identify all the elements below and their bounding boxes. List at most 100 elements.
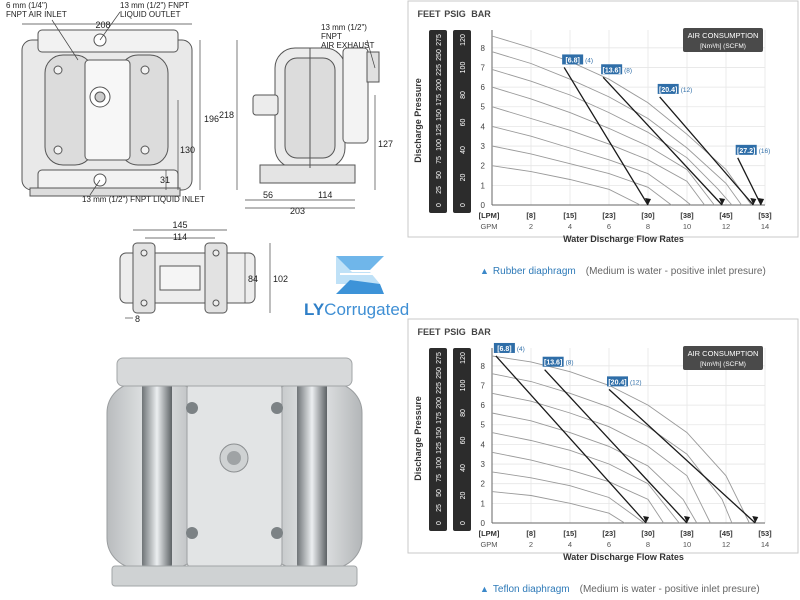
air-consumption-label: [13.6](8) [601,64,632,75]
air-consumption-legend: AIR CONSUMPTION [Nm³/h] (SCFM) [683,28,763,52]
caption-teflon-label: Teflon diaphragm [492,584,570,595]
psig-tick-label: 20 [460,174,467,182]
gpm-tick-label: 2 [529,222,533,231]
air-consumption-line [659,96,754,206]
bar-tick-label: 8 [481,362,486,371]
bar-tick-label: 4 [481,440,486,449]
air-consumption-label: [13.6](8) [542,356,574,367]
legend-title: AIR CONSUMPTION [688,31,759,40]
air-consumption-line [563,67,649,206]
arrow-icon [684,516,690,523]
pressure-curve [491,86,715,206]
lpm-tick-label: [LPM] [479,211,500,220]
feet-tick-label: 175 [436,94,443,106]
air-label-box [607,376,628,387]
caption-rubber-label: Rubber diaphragm [492,266,576,277]
feet-tick-label: 125 [436,124,443,136]
pressure-curve [491,68,733,206]
legend-units: [Nm³/h] (SCFM) [700,361,746,368]
gpm-tick-label: 14 [761,540,769,549]
bar-tick-label: 1 [481,499,486,508]
air-consumption-line [495,355,647,524]
air-consumption-line [737,157,762,206]
front-dim-inlet-height: 130 [180,145,195,155]
feet-tick-label: 250 [436,367,443,379]
side-dim-front: 56 [263,190,273,200]
pressure-curve [491,392,711,524]
gpm-tick-label: 6 [607,222,611,231]
air-label-nm3: [20.4] [659,87,677,94]
bar-tick-label: 5 [481,103,486,112]
legend-units: [Nm³/h] (SCFM) [700,43,746,50]
psig-tick-label: 100 [460,62,467,74]
feet-tick-label: 275 [436,34,443,46]
air-consumption-line [544,369,688,524]
lpm-tick-label: [30] [641,529,655,538]
feet-tick-label: 75 [436,474,443,482]
top-dim-depth: 102 [273,274,288,284]
front-dim-width: 208 [95,20,110,30]
pump-photo [92,338,377,593]
top-dim-slot: 8 [135,314,140,324]
gpm-tick-label: 12 [722,222,730,231]
feet-tick-label: 150 [436,427,443,439]
pressure-curve [491,471,645,524]
psig-tick-label: 60 [460,119,467,127]
air-label-scfm: (4) [517,346,525,353]
feet-tick-label: 100 [436,457,443,469]
side-dim-exhaust-height: 127 [378,139,393,149]
gpm-tick-label: 4 [568,222,572,231]
air-consumption-line [608,388,756,524]
feet-tick-label: 75 [436,156,443,164]
side-dim-depth: 203 [290,206,305,216]
air-label-scfm: (12) [681,87,693,94]
gpm-tick-label: 8 [646,222,650,231]
air-label-nm3: [27.2] [737,148,755,155]
psig-tick-label: 80 [460,409,467,417]
lpm-tick-label: [38] [680,211,694,220]
lpm-tick-label: [45] [719,529,733,538]
unit-header: PSIG [444,9,466,19]
bar-tick-label: 6 [481,401,486,410]
air-label-nm3: [6.8] [565,57,579,64]
x-axis-label: Water Discharge Flow Rates [563,234,684,244]
lpm-tick-label: [LPM] [479,529,500,538]
gpm-tick-label: 4 [568,540,572,549]
air-label-scfm: (12) [630,379,642,386]
psig-tick-label: 20 [460,492,467,500]
caption-teflon-note: (Medium is water - positive inlet presur… [579,584,760,595]
psig-tick-label: 100 [460,380,467,392]
feet-tick-label: 225 [436,64,443,76]
feet-tick-label: 25 [436,186,443,194]
lpm-tick-label: [30] [641,211,655,220]
feet-tick-label: 125 [436,442,443,454]
unit-header: FEET [417,327,441,337]
unit-header: FEET [417,9,441,19]
y-axis-label: Discharge Pressure [413,78,423,163]
feet-tick-label: 150 [436,109,443,121]
top-dim-inner: 114 [173,232,187,242]
gpm-tick-label: 8 [646,540,650,549]
air-consumption-label: [6.8](4) [493,342,525,353]
feet-tick-label: 0 [436,521,443,525]
legend-title: AIR CONSUMPTION [688,349,759,358]
psig-tick-label: 0 [460,203,467,207]
air-consumption-label: [6.8](4) [562,54,593,65]
pressure-curve [491,165,641,206]
pressure-curve [491,451,664,524]
lpm-tick-label: [53] [758,529,772,538]
arrow-icon [719,198,726,205]
front-dim-height: 196 [204,114,219,124]
psig-tick-label: 60 [460,437,467,445]
pressure-curve [491,51,742,206]
front-dim-base: 31 [160,175,170,185]
psig-axis-bar [453,348,471,531]
front-view-drawing: 208 196 130 31 6 mm (1/4")FNPT AIR INLET… [6,1,219,204]
air-consumption-line [602,76,723,206]
feet-tick-label: 100 [436,139,443,151]
arrow-icon [643,516,650,523]
arrow-icon [752,516,759,523]
